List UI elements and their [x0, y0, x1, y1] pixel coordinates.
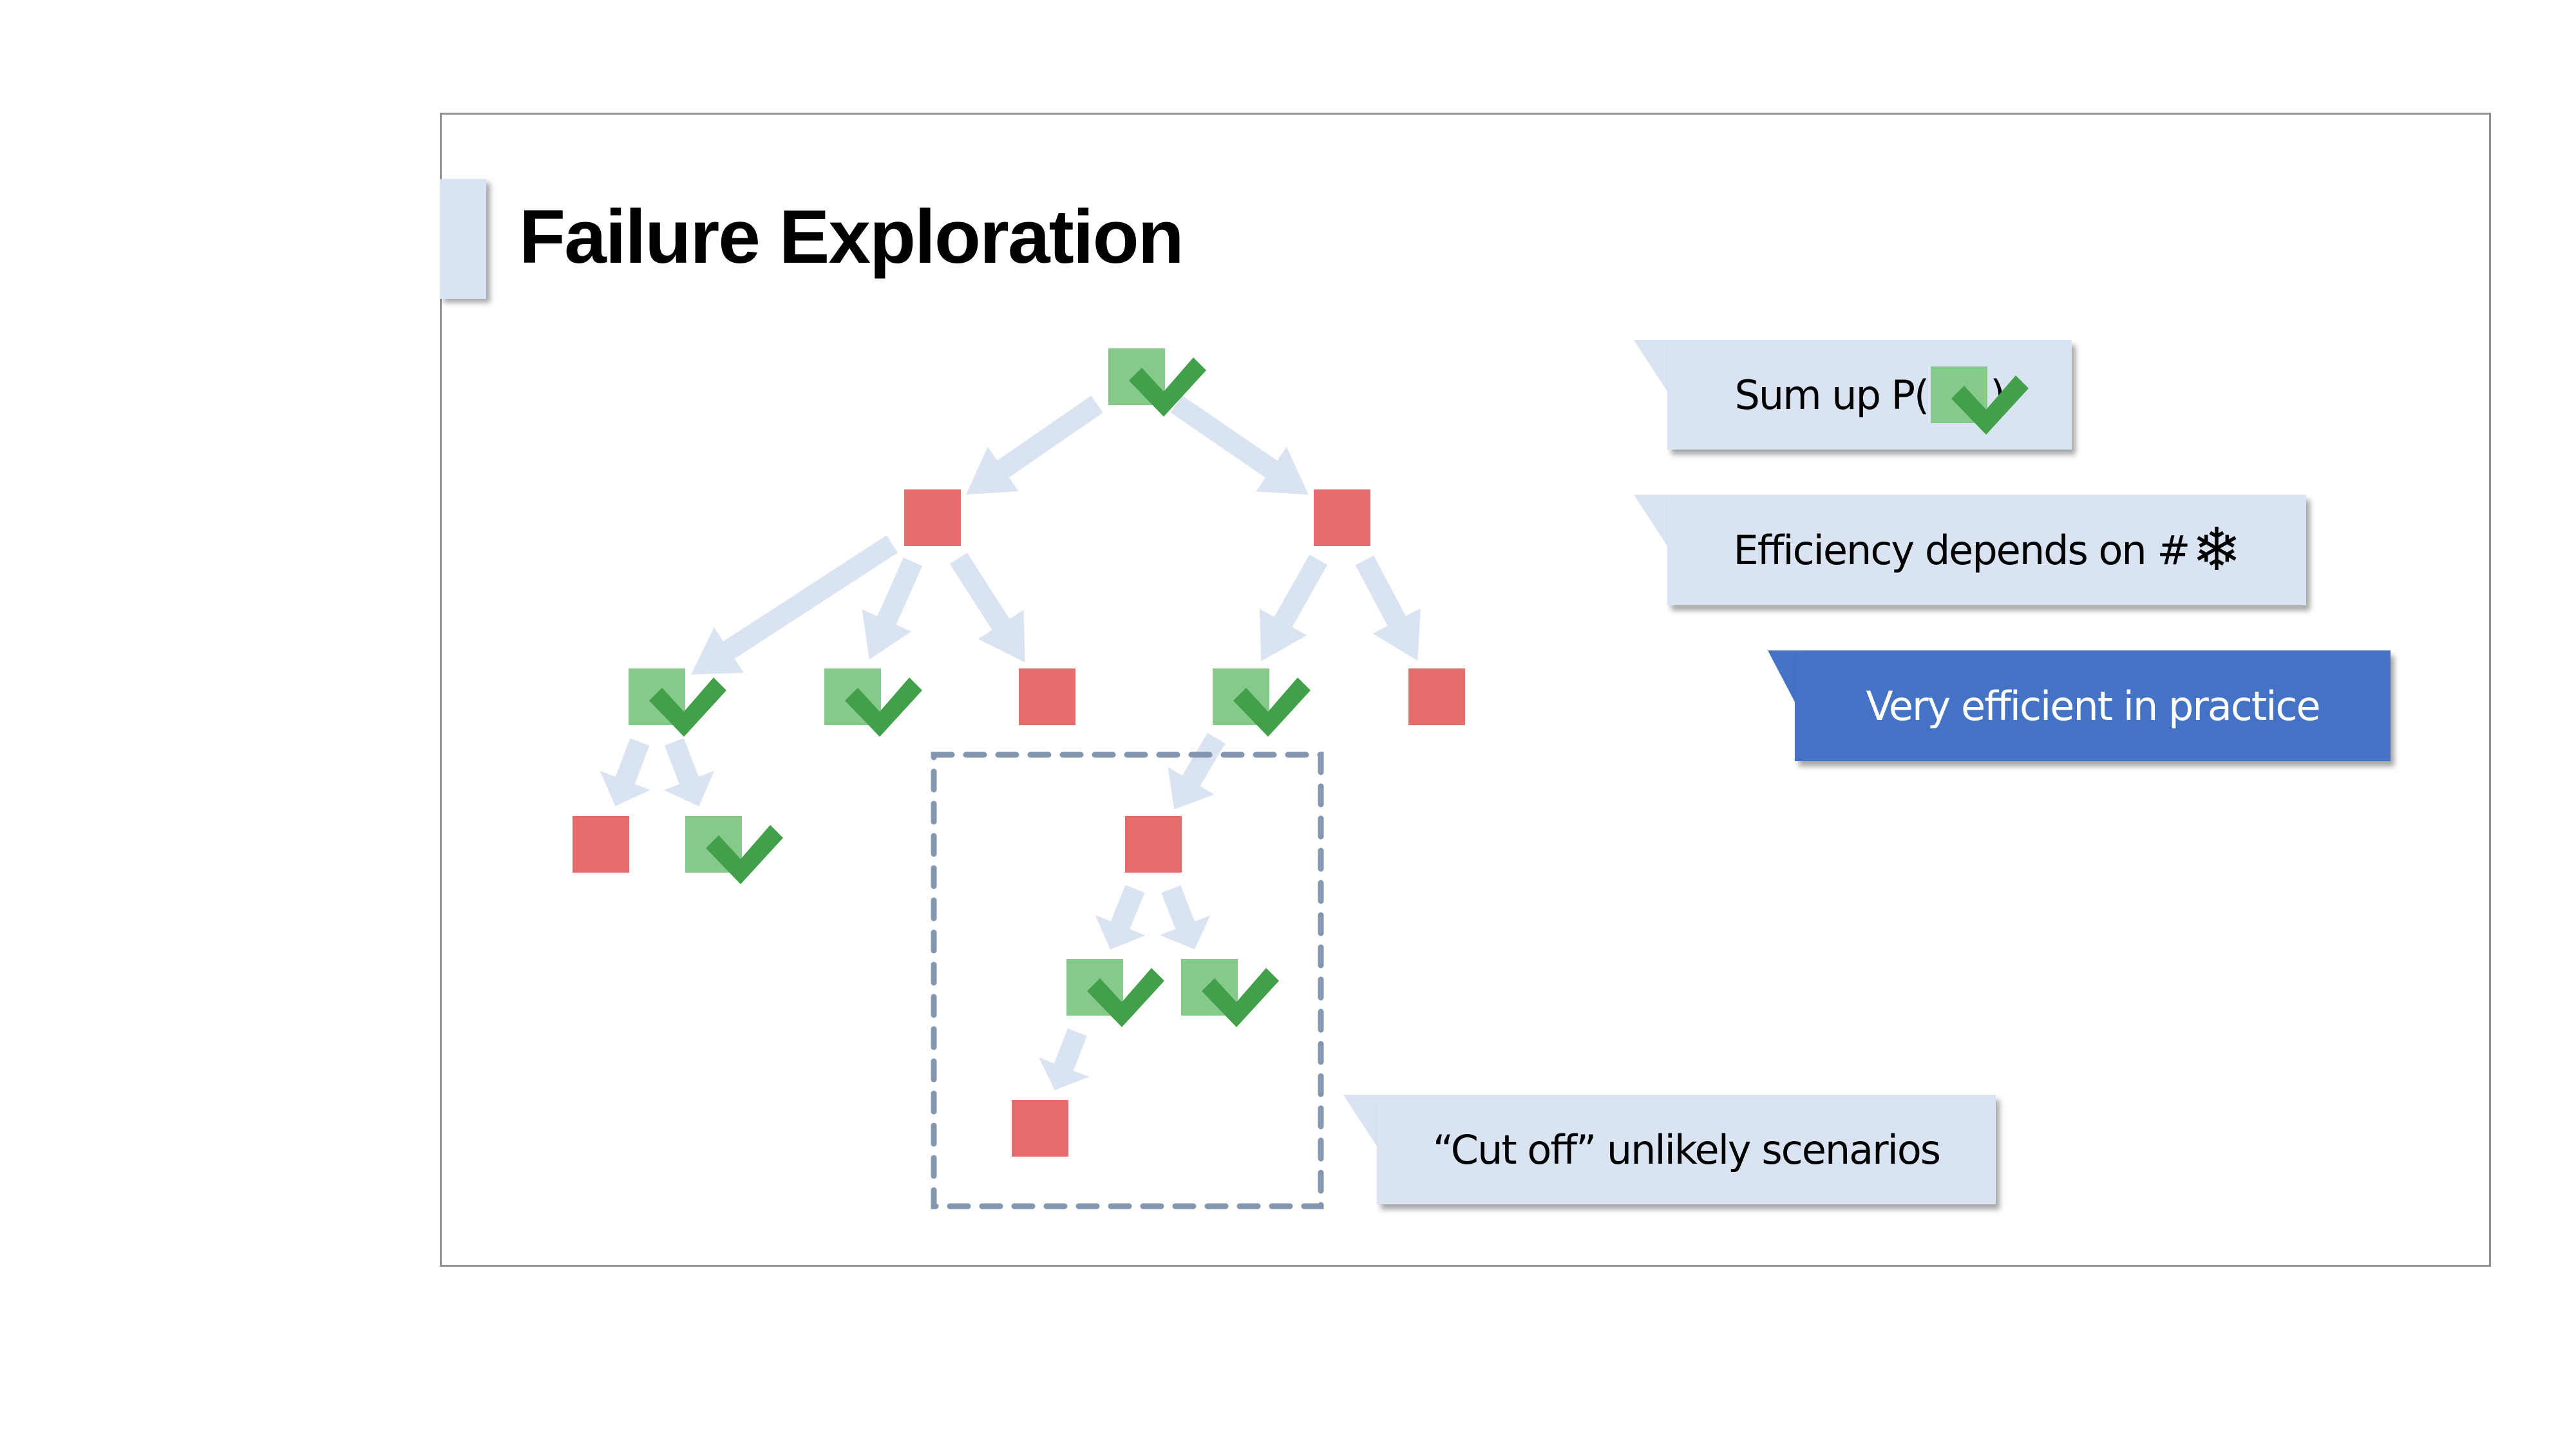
check-icon: [1087, 968, 1164, 1027]
edge-arrow-icon: [1260, 554, 1328, 661]
callout-tab: [1343, 1095, 1379, 1204]
edge-arrow-icon: [1168, 733, 1226, 810]
edge-arrow-icon: [600, 738, 650, 806]
success-node: [1108, 348, 1206, 417]
failure-square: [1314, 489, 1370, 546]
check-icon: [1951, 375, 2029, 435]
failure-square: [1408, 668, 1465, 725]
callout-text: Sum up P(: [1734, 371, 1930, 419]
failure-square: [1012, 1100, 1068, 1157]
failure-square: [1125, 816, 1182, 873]
failure-node: [1019, 668, 1075, 725]
failure-square: [904, 489, 961, 546]
check-icon: [1951, 375, 2029, 435]
callout-text: “Cut off” unlikely scenarios: [1432, 1126, 1941, 1173]
edge-arrow-icon: [949, 553, 1025, 663]
edge-arrow-icon: [1095, 885, 1146, 950]
callout-text: Very efficient in practice: [1866, 682, 2320, 730]
check-icon: [649, 677, 726, 737]
success-node: [824, 668, 922, 737]
check-icon: [845, 677, 922, 737]
failure-node: [1408, 668, 1465, 725]
failure-node: [573, 816, 629, 873]
edge-arrow-icon: [862, 557, 923, 660]
success-node: [1181, 959, 1279, 1027]
callout-body: Efficiency depends on # ❄: [1667, 495, 2306, 605]
callout-text: Efficiency depends on #: [1733, 526, 2191, 574]
arrow-layer: [600, 395, 1421, 1090]
failure-node: [1012, 1100, 1068, 1157]
edge-arrow-icon: [1160, 885, 1211, 949]
edge-arrow-icon: [1355, 555, 1421, 661]
success-node: [629, 668, 726, 737]
failure-node: [1314, 489, 1370, 546]
callout-tab: [1634, 340, 1670, 450]
success-node: [1213, 668, 1311, 737]
edge-arrow-icon: [1038, 1028, 1090, 1090]
snowflake-icon: ❄: [2192, 515, 2241, 584]
edge-arrow-icon: [663, 738, 715, 806]
failure-node: [904, 489, 961, 546]
callout-tab: [1768, 650, 1797, 761]
slide-title: Failure Exploration: [519, 194, 1184, 279]
check-icon: [1129, 357, 1206, 417]
title-accent-bar: [440, 179, 486, 299]
success-node: [1066, 959, 1164, 1027]
edge-arrow-icon: [966, 395, 1103, 495]
callout-tab: [1634, 495, 1670, 605]
failure-square: [1019, 668, 1075, 725]
callout-body: “Cut off” unlikely scenarios: [1377, 1095, 1996, 1204]
success-node: [685, 816, 783, 884]
callout-body: Very efficient in practice: [1795, 650, 2391, 761]
failure-square: [573, 816, 629, 873]
edge-arrow-icon: [1170, 395, 1309, 495]
success-node-icon: [1931, 366, 2029, 435]
check-icon: [1233, 677, 1311, 737]
check-icon: [706, 825, 783, 884]
callout-body: Sum up P( ): [1667, 340, 2072, 450]
failure-node: [1125, 816, 1182, 873]
edge-arrow-icon: [691, 535, 898, 675]
check-icon: [1202, 968, 1279, 1027]
cutoff-region-box: [931, 752, 1324, 1209]
